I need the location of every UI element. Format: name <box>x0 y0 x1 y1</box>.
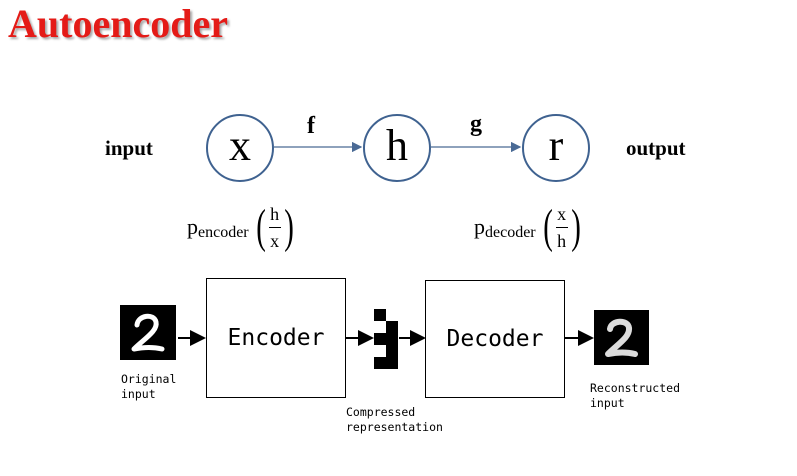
encoder-box: Encoder <box>206 278 346 398</box>
node-x: x <box>206 114 274 182</box>
decoder-prob-subscript: decoder <box>485 224 536 241</box>
code-cell <box>374 345 386 357</box>
open-paren: ( <box>255 200 266 253</box>
close-paren: ) <box>283 200 294 253</box>
input-label: input <box>105 136 153 160</box>
fraction-bar <box>268 226 281 228</box>
edge-label-f: f <box>307 113 315 139</box>
code-cell <box>386 357 398 369</box>
decoder-prob-p: p <box>474 214 485 239</box>
open-paren: ( <box>542 200 553 253</box>
encoder-label: Encoder <box>227 325 325 351</box>
original-input-caption: Original input <box>121 372 177 401</box>
code-cell <box>374 333 386 345</box>
node-h: h <box>363 114 431 182</box>
code-cell <box>374 321 386 333</box>
encoder-prob-p: p <box>187 214 198 239</box>
decoder-box: Decoder <box>425 280 565 398</box>
edge-label-g: g <box>470 111 482 137</box>
decoder-fraction: x h <box>555 203 568 251</box>
encoder-probability: p encoder ( h x ) <box>187 203 297 251</box>
compressed-caption: Compressed representation <box>346 405 443 434</box>
code-cell <box>386 321 398 333</box>
digit-two-glyph <box>131 313 165 352</box>
code-cell <box>374 357 386 369</box>
code-cell <box>374 309 386 321</box>
close-paren: ) <box>570 200 581 253</box>
encoder-prob-subscript: encoder <box>198 224 249 241</box>
fraction-bar <box>555 226 568 228</box>
encoder-frac-num: h <box>270 203 280 224</box>
decoder-probability: p decoder ( x h ) <box>474 203 584 251</box>
code-cell <box>386 333 398 345</box>
code-cell <box>386 345 398 357</box>
digit-two-glyph <box>605 318 638 357</box>
encoder-fraction: h x <box>268 203 281 251</box>
reconstructed-digit-image <box>594 310 649 365</box>
original-digit-image <box>120 305 176 360</box>
reconstructed-caption: Reconstructed input <box>590 381 681 410</box>
decoder-frac-den: h <box>557 230 567 251</box>
decoder-label: Decoder <box>446 326 544 352</box>
compressed-code-image <box>374 309 398 369</box>
decoder-frac-num: x <box>557 203 567 224</box>
code-cell <box>386 309 398 321</box>
page-title: Autoencoder <box>8 1 228 46</box>
encoder-frac-den: x <box>270 230 280 251</box>
output-label: output <box>626 136 686 160</box>
node-r: r <box>522 114 590 182</box>
